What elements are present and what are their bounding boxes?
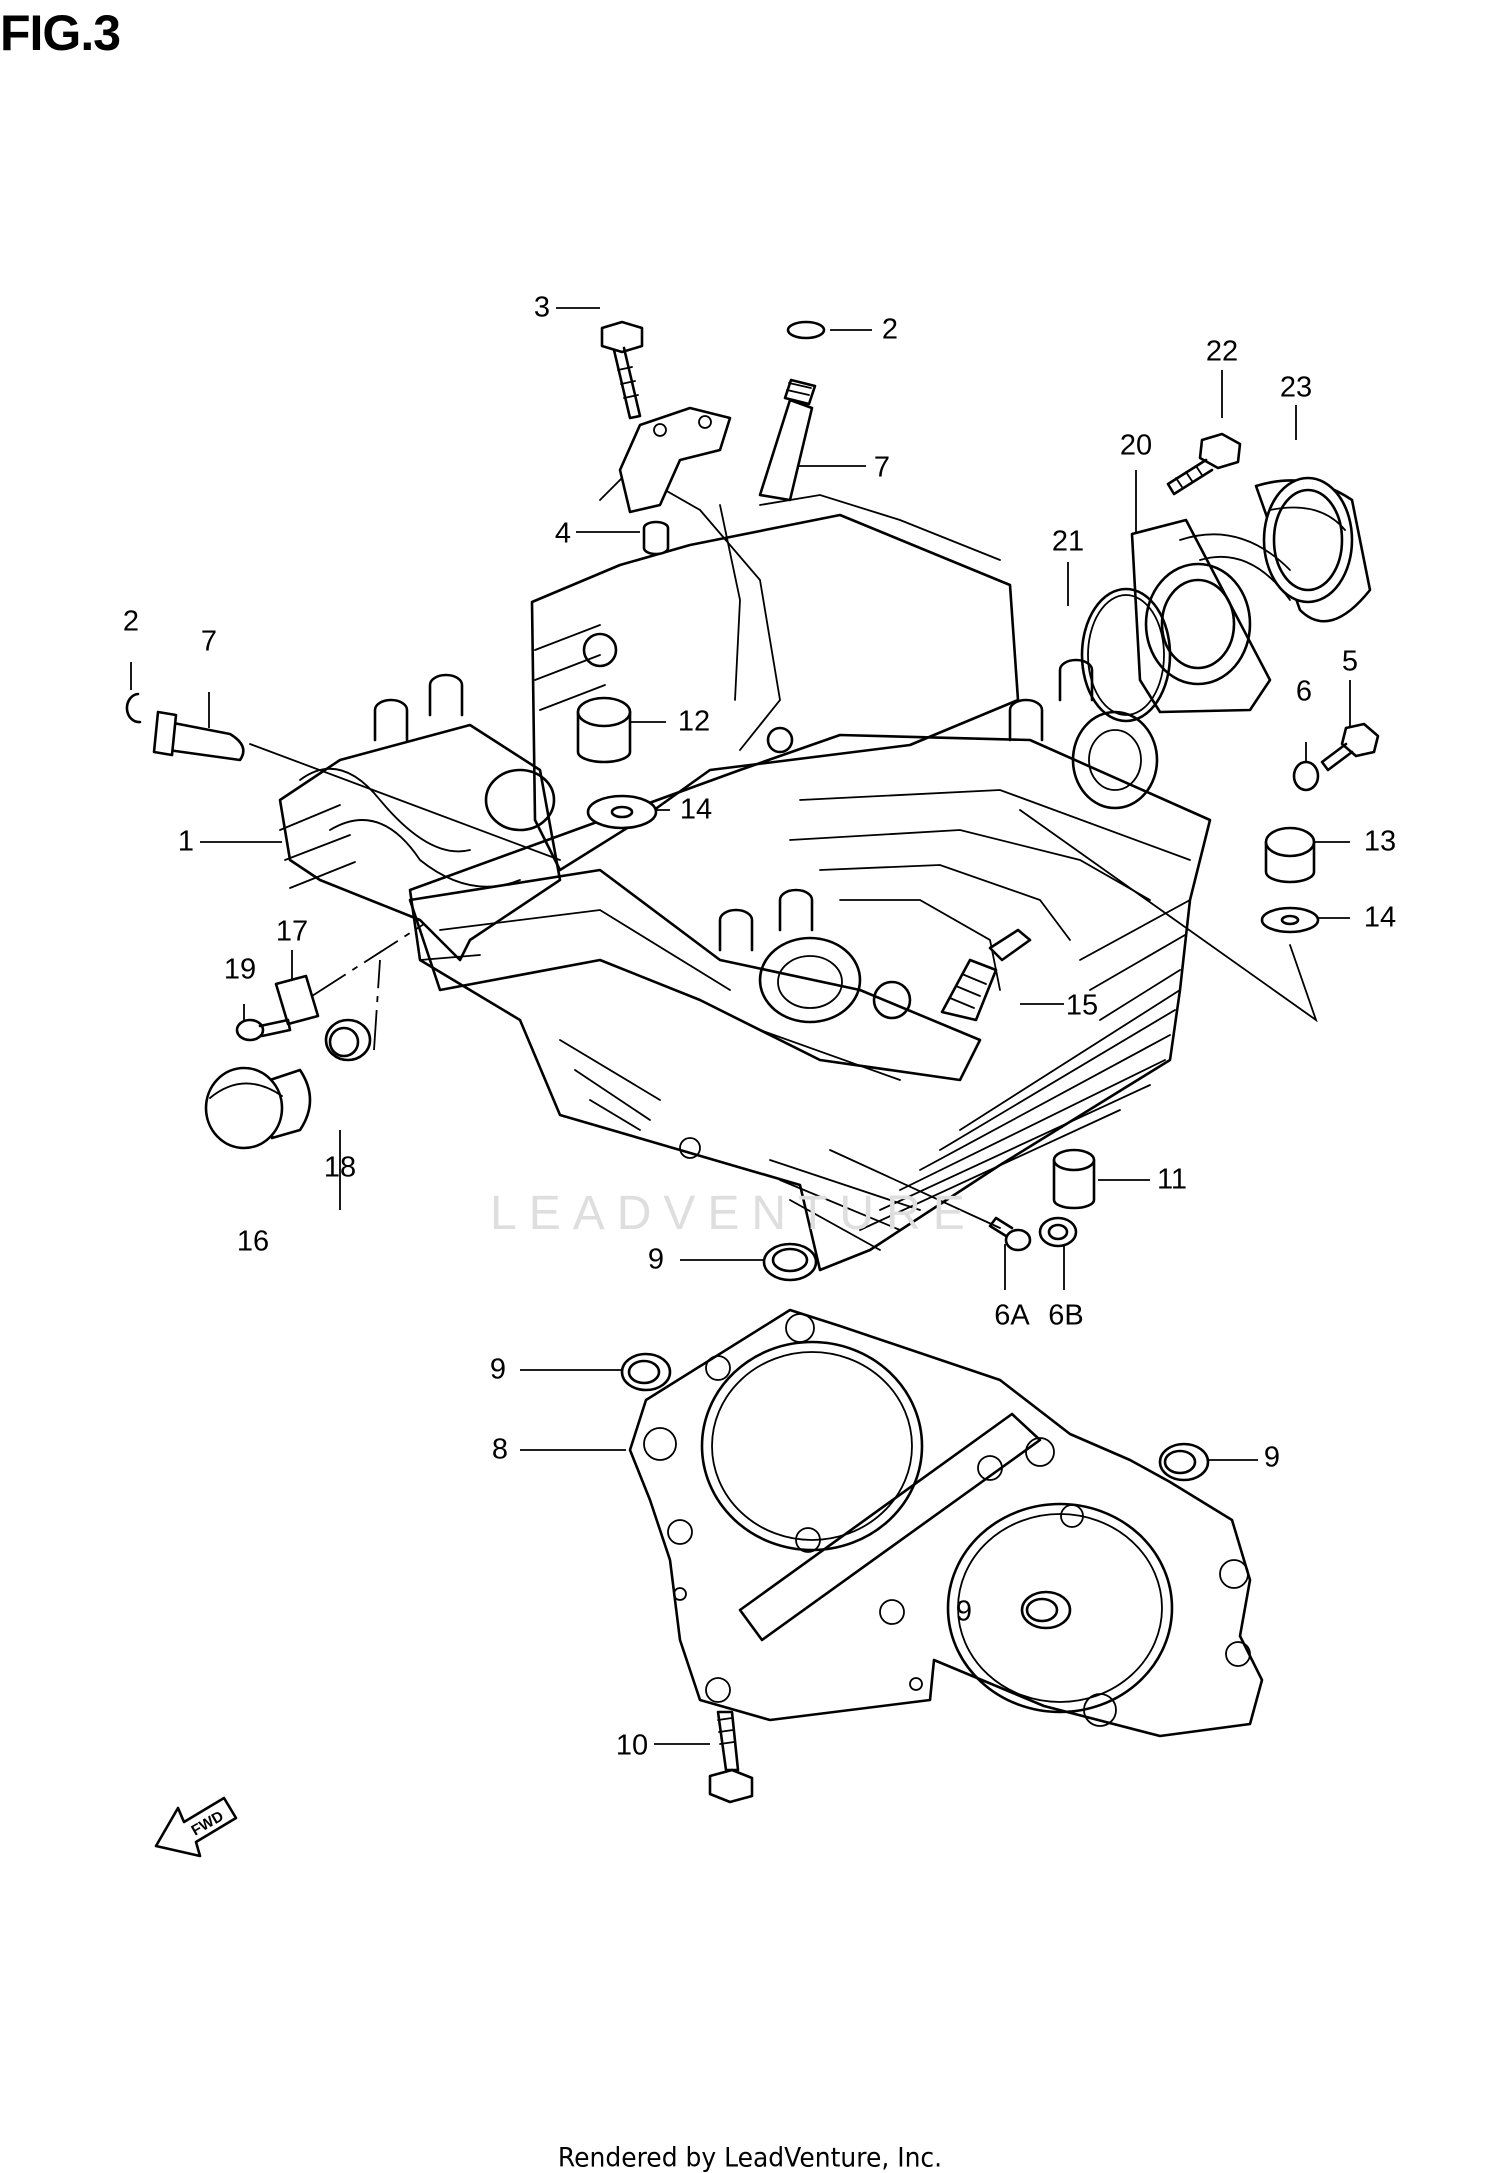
part-8-head-gasket <box>628 1308 1264 1738</box>
callout-16[interactable]: 16 <box>236 1225 270 1258</box>
callout-14[interactable]: 14 <box>1363 901 1397 934</box>
callout-7[interactable]: 7 <box>200 625 218 658</box>
callout-23[interactable]: 23 <box>1279 371 1313 404</box>
callout-13[interactable]: 13 <box>1363 825 1397 858</box>
callout-9[interactable]: 9 <box>955 1595 973 1628</box>
part-9-seal-d <box>1020 1590 1072 1630</box>
leader-lines <box>130 307 1351 1745</box>
callout-6B[interactable]: 6B <box>1048 1299 1084 1332</box>
part-4-dowel <box>642 520 670 556</box>
part-11-dowel <box>1052 1148 1096 1210</box>
callout-20[interactable]: 20 <box>1119 429 1153 462</box>
part-6-washer <box>1292 760 1320 792</box>
part-6A-screw <box>988 1216 1032 1252</box>
callout-9[interactable]: 9 <box>489 1353 507 1386</box>
part-14-washer-right <box>1260 906 1320 934</box>
callout-19[interactable]: 19 <box>223 953 257 986</box>
part-20-intake-pipe <box>1130 518 1291 714</box>
callout-6[interactable]: 6 <box>1295 675 1313 708</box>
callout-7[interactable]: 7 <box>873 451 891 484</box>
part-19-screw <box>235 1018 292 1042</box>
callout-14[interactable]: 14 <box>679 793 713 826</box>
part-13-cap-nut <box>1264 826 1316 884</box>
part-21-o-ring <box>1080 587 1172 723</box>
part-bracket <box>618 406 732 514</box>
part-9-seal-c <box>1158 1442 1210 1482</box>
part-10-bolt <box>708 1710 754 1804</box>
callout-4[interactable]: 4 <box>554 517 572 550</box>
callout-12[interactable]: 12 <box>677 705 711 738</box>
callout-5[interactable]: 5 <box>1341 645 1359 678</box>
callout-9[interactable]: 9 <box>647 1243 665 1276</box>
part-18-ring <box>324 1018 372 1062</box>
callout-11[interactable]: 11 <box>1156 1163 1188 1196</box>
part-3-bolt <box>600 320 644 420</box>
watermark: LEADVENTURE <box>490 1187 977 1240</box>
part-23-intake-pipe <box>1254 476 1372 623</box>
callout-22[interactable]: 22 <box>1205 335 1239 368</box>
part-12-cap-nut <box>576 696 632 764</box>
part-7-valve-guide-left <box>152 710 561 861</box>
part-17-plate <box>274 974 320 1026</box>
part-15-spark-plug <box>940 928 1032 1022</box>
callout-2[interactable]: 2 <box>881 313 899 346</box>
callout-17[interactable]: 17 <box>275 915 309 948</box>
part-2-clip-left <box>125 692 142 724</box>
cylinder-head <box>278 468 1212 1272</box>
parts <box>125 320 1380 1282</box>
callout-9[interactable]: 9 <box>1263 1441 1281 1474</box>
part-9-seal-a <box>762 1242 818 1282</box>
fwd-arrow-icon: FWD <box>154 1796 238 1858</box>
part-9-seal-b <box>620 1352 672 1392</box>
callout-15[interactable]: 15 <box>1065 989 1099 1022</box>
callout-2[interactable]: 2 <box>122 605 140 638</box>
part-5-bolt <box>1320 722 1380 772</box>
callout-10[interactable]: 10 <box>615 1729 649 1762</box>
part-16-cap <box>204 1066 312 1150</box>
figure-title: FIG.3 <box>0 5 121 61</box>
callout-1[interactable]: 1 <box>177 825 195 858</box>
callout-6A[interactable]: 6A <box>994 1299 1030 1332</box>
callout-3[interactable]: 3 <box>533 291 551 324</box>
part-6B-screw <box>1038 1216 1078 1248</box>
part-22-bolt <box>1166 432 1242 496</box>
callout-21[interactable]: 21 <box>1051 525 1085 558</box>
callout-18[interactable]: 18 <box>323 1151 357 1184</box>
part-2-clip-upper <box>786 320 826 340</box>
part-7-valve-guide-upper <box>758 378 817 502</box>
footer-credit: Rendered by LeadVenture, Inc. <box>557 2142 943 2173</box>
callout-8[interactable]: 8 <box>491 1433 509 1466</box>
part-14-washer-upper <box>586 794 658 830</box>
